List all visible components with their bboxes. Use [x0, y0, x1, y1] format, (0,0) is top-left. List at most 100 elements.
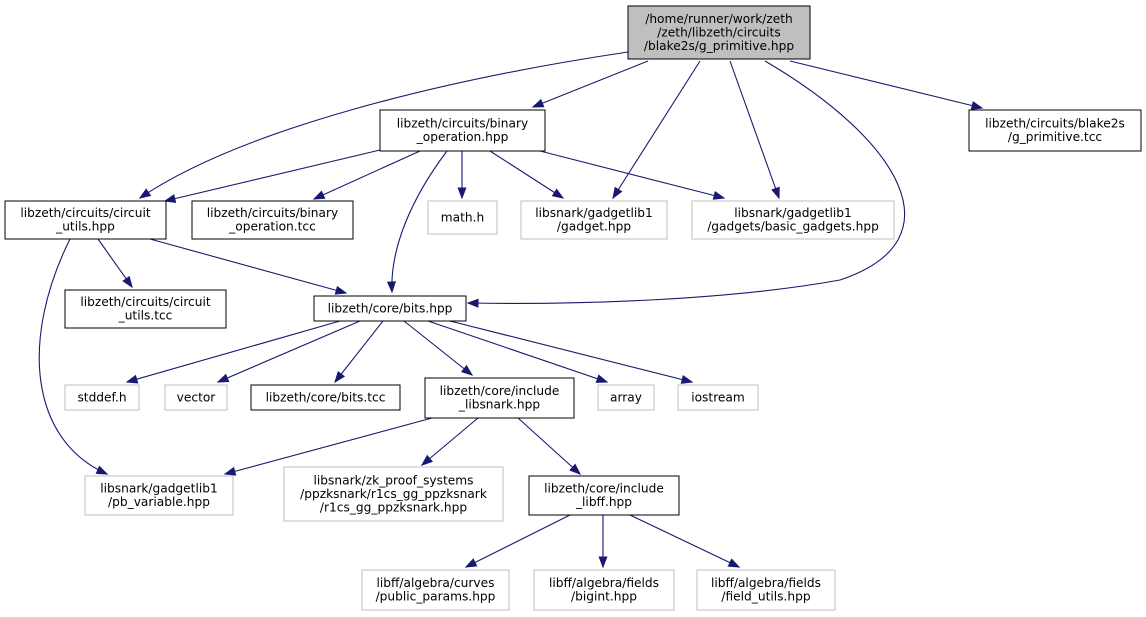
- node-cutils-tcc[interactable]: libzeth/circuits/circuit_utils.tcc: [64, 289, 227, 329]
- node-box: [424, 377, 575, 419]
- node-bits-tcc[interactable]: libzeth/core/bits.tcc: [250, 384, 401, 411]
- arrowhead-icon: [680, 375, 694, 384]
- node-cutils-hpp[interactable]: libzeth/circuits/circuit_utils.hpp: [4, 200, 167, 240]
- edge-binop_hpp-to-gadget_hpp: [489, 150, 565, 199]
- node-label-line: libzeth/circuits/circuit: [20, 206, 151, 220]
- node-box: [597, 384, 655, 411]
- node-label-line: /bigint.hpp: [571, 590, 637, 604]
- node-label-line: stddef.h: [77, 390, 126, 404]
- edge-line: [539, 150, 725, 199]
- node-label-line: /home/runner/work/zeth: [645, 12, 793, 26]
- node-stddef-h: stddef.h: [64, 384, 140, 411]
- edge-binop_hpp-to-bits_hpp: [386, 150, 448, 294]
- arrowhead-icon: [457, 187, 467, 200]
- edge-root-to-binop_hpp: [531, 60, 649, 108]
- edge-bits_hpp-to-stddef_h: [125, 320, 341, 384]
- node-box: [164, 384, 228, 411]
- node-label-line: libzeth/core/include: [544, 482, 664, 496]
- node-box: [84, 475, 234, 516]
- nodes-layer: /home/runner/work/zeth/zeth/libzeth/circ…: [4, 5, 1142, 611]
- node-inc-libsnark[interactable]: libzeth/core/include_libsnark.hpp: [424, 377, 575, 419]
- node-label-line: /r1cs_gg_ppzksnark.hpp: [320, 500, 467, 514]
- edge-line: [729, 60, 780, 199]
- edge-root-to-basic_gadgets: [729, 60, 780, 200]
- edge-line: [465, 514, 571, 568]
- edge-line: [789, 60, 983, 109]
- node-label-line: libzeth/circuits/blake2s: [985, 117, 1125, 131]
- edge-root-to-bits_hpp: [466, 60, 905, 308]
- arrowhead-icon: [216, 373, 230, 383]
- edge-inc_libsnark-to-zk_proof: [420, 417, 479, 466]
- node-label-line: vector: [177, 390, 217, 404]
- arrowhead-icon: [334, 285, 348, 295]
- edge-line: [38, 238, 108, 475]
- node-label-line: libzeth/core/bits.tcc: [266, 390, 386, 404]
- node-label-line: libzeth/core/bits.hpp: [328, 301, 453, 315]
- node-box: [191, 200, 354, 240]
- node-box: [627, 5, 811, 60]
- edge-line: [334, 320, 384, 383]
- node-label-line: /blake2s/g_primitive.hpp: [644, 39, 794, 53]
- arrowhead-icon: [551, 188, 565, 199]
- edge-line: [612, 60, 701, 199]
- node-box: [528, 475, 680, 516]
- arrowhead-icon: [464, 558, 478, 568]
- node-label-line: /g_primitive.tcc: [1008, 130, 1102, 144]
- node-label-line: /field_utils.hpp: [721, 590, 810, 604]
- arrowhead-icon: [95, 465, 109, 475]
- node-binop-tcc[interactable]: libzeth/circuits/binary_operation.tcc: [191, 200, 354, 240]
- node-box: [677, 384, 759, 411]
- node-box: [250, 384, 401, 411]
- node-label-line: _libff.hpp: [575, 495, 632, 509]
- node-bits-hpp[interactable]: libzeth/core/bits.hpp: [313, 295, 467, 322]
- node-label-line: _libsnark.hpp: [458, 398, 541, 412]
- edge-line: [403, 320, 473, 376]
- arrowhead-icon: [386, 281, 397, 294]
- node-public-params: libff/algebra/curves/public_params.hpp: [361, 569, 510, 611]
- edge-binop_hpp-to-basic_gadgets: [539, 150, 726, 200]
- arrowhead-icon: [460, 364, 474, 376]
- node-math-h: math.h: [427, 200, 498, 235]
- edge-line: [532, 60, 649, 108]
- node-box: [696, 569, 836, 611]
- node-root[interactable]: /home/runner/work/zeth/zeth/libzeth/circ…: [627, 5, 811, 60]
- node-label-line: libzeth/circuits/circuit: [80, 295, 211, 309]
- edge-root-to-gadget_hpp: [612, 60, 701, 200]
- node-label-line: /public_params.hpp: [376, 590, 496, 604]
- arrowhead-icon: [138, 188, 152, 199]
- node-gprim-tcc[interactable]: libzeth/circuits/blake2s/g_primitive.tcc: [968, 109, 1142, 152]
- edge-binop_hpp-to-cutils_hpp: [163, 149, 381, 203]
- edge-line: [139, 51, 629, 199]
- node-box: [520, 200, 668, 240]
- node-box: [361, 569, 510, 611]
- node-inc-libff[interactable]: libzeth/core/include_libff.hpp: [528, 475, 680, 516]
- node-label-line: libff/algebra/fields: [711, 576, 821, 590]
- node-label-line: libff/algebra/curves: [377, 576, 495, 590]
- node-box: [968, 109, 1142, 152]
- arrowhead-icon: [970, 101, 984, 110]
- node-label-line: /gadget.hpp: [557, 220, 631, 234]
- arrowhead-icon: [466, 298, 479, 308]
- edge-line: [467, 60, 905, 304]
- edge-inc_libff-to-bigint: [598, 515, 608, 569]
- edge-root-to-gprim_tcc: [789, 60, 984, 110]
- node-label-line: libsnark/zk_proof_systems: [314, 473, 474, 487]
- arrowhead-icon: [727, 558, 741, 568]
- edge-line: [224, 417, 433, 475]
- edge-cutils_hpp-to-bits_hpp: [149, 238, 348, 295]
- edge-bits_hpp-to-inc_libsnark: [403, 320, 474, 376]
- node-box: [533, 569, 675, 611]
- edge-binop_hpp-to-math_h: [457, 151, 467, 200]
- node-box: [64, 384, 140, 411]
- edge-binop_hpp-to-binop_tcc: [312, 150, 421, 200]
- arrowhead-icon: [712, 191, 726, 200]
- node-label-line: iostream: [691, 390, 745, 404]
- node-binop-hpp[interactable]: libzeth/circuits/binary_operation.hpp: [379, 109, 546, 152]
- edge-cutils_hpp-to-pb_variable: [38, 238, 109, 475]
- arrowhead-icon: [312, 190, 326, 200]
- node-box: [4, 200, 167, 240]
- edge-line: [217, 320, 361, 383]
- node-field-utils: libff/algebra/fields/field_utils.hpp: [696, 569, 836, 611]
- arrowhead-icon: [223, 466, 237, 476]
- arrowhead-icon: [334, 370, 346, 384]
